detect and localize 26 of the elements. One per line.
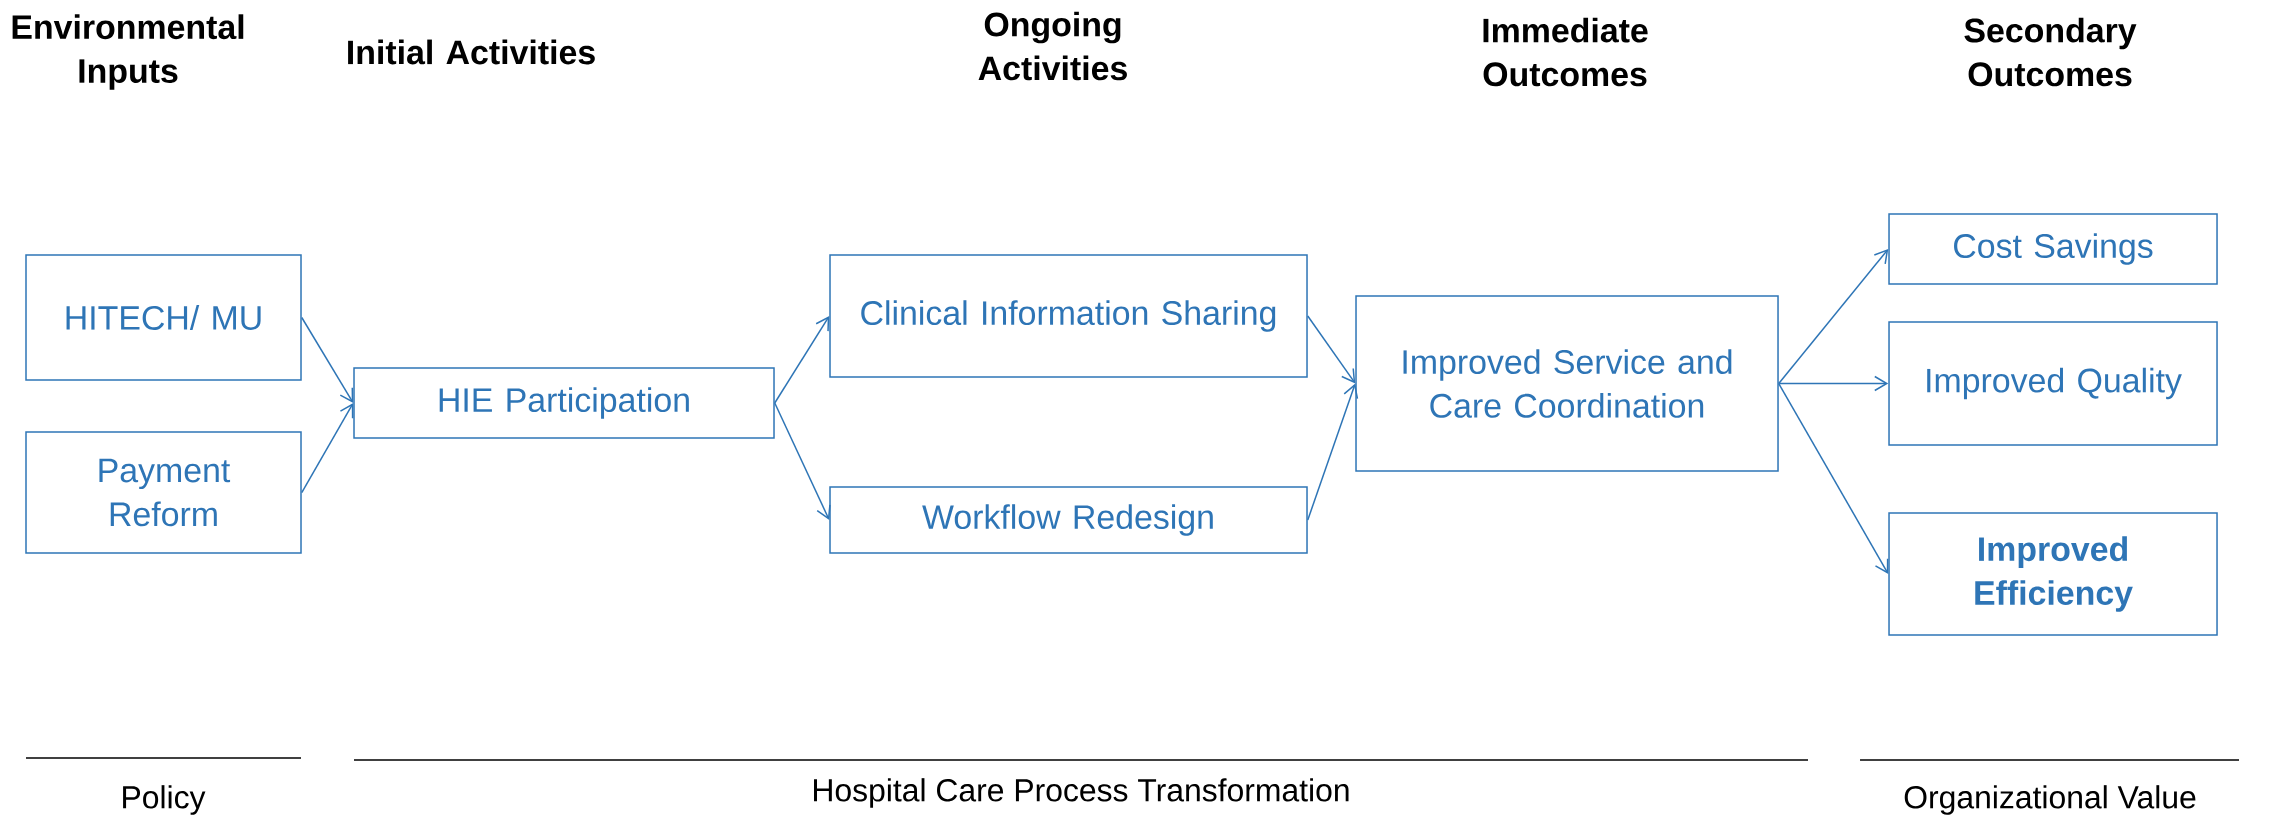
arrow (774, 316, 830, 404)
arrow (301, 403, 354, 494)
arrow (774, 402, 831, 520)
process-box: Improved Efficiency (1888, 512, 2218, 636)
arrow (1778, 249, 1889, 385)
section-label: Policy (123, 785, 206, 815)
process-box: Workflow Redesign (829, 486, 1308, 554)
process-box: Cost Savings (1888, 213, 2218, 285)
process-box: HITECH/ MU (25, 254, 302, 381)
section-label: Hospital Care Process Transformation (814, 778, 1349, 808)
section-label: Organizational Value (1904, 785, 2196, 815)
column-heading: Environmental Inputs (12, 14, 244, 90)
column-heading: Ongoing Activities (978, 11, 1127, 81)
arrow (1307, 315, 1356, 384)
process-box: Payment Reform (25, 431, 302, 554)
process-box: Improved Quality (1888, 321, 2218, 446)
column-heading: Secondary Outcomes (1964, 17, 2137, 87)
process-box: Improved Service and Care Coordination (1355, 295, 1779, 472)
column-heading: Initial Activities (348, 39, 595, 65)
arrow (1778, 375, 1889, 392)
arrow (1778, 382, 1889, 574)
arrow (1307, 383, 1359, 521)
process-box: HIE Participation (353, 367, 775, 439)
process-box: Clinical Information Sharing (829, 254, 1308, 378)
column-heading: Immediate Outcomes (1483, 17, 1648, 87)
arrow (301, 316, 354, 403)
